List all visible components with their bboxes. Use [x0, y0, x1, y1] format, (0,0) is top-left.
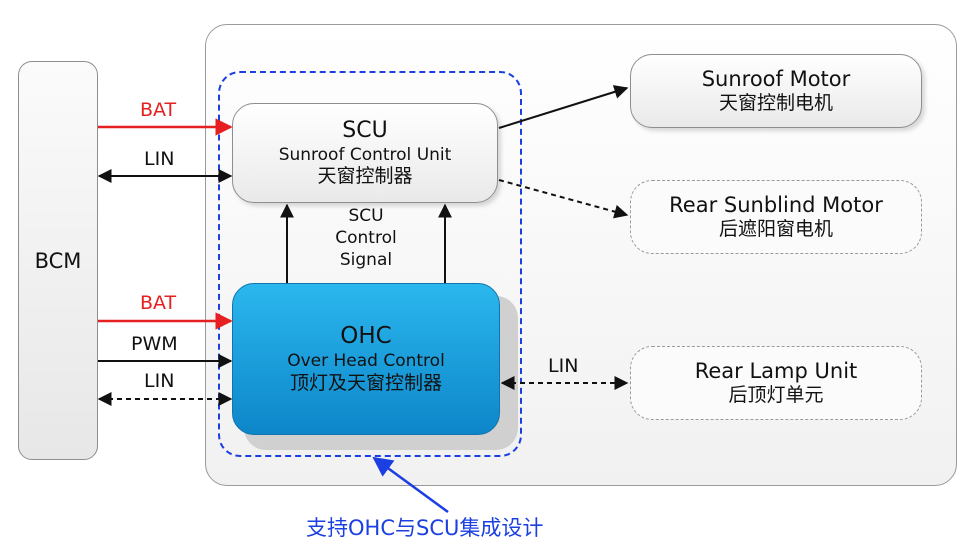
pwm-label: PWM [131, 333, 178, 355]
ohc-block: OHC Over Head Control 顶灯及天窗控制器 [232, 283, 500, 435]
scu-cn-label: 天窗控制器 [317, 164, 413, 187]
integration-caption: 支持OHC与SCU集成设计 [306, 516, 544, 540]
scu-title: SCU [342, 118, 388, 144]
caption-pointer-arrow [372, 456, 449, 514]
scu-subtitle: Sunroof Control Unit [278, 144, 452, 165]
bat-label-ohc: BAT [140, 292, 177, 314]
rear-sunblind-motor-title: Rear Sunblind Motor [669, 193, 883, 217]
bcm-block: BCM [18, 61, 98, 460]
lin-label-rear-lamp: LIN [548, 355, 579, 377]
lin-label-ohc: LIN [144, 370, 175, 392]
rear-sunblind-motor-block: Rear Sunblind Motor 后遮阳窗电机 [630, 180, 922, 254]
bat-label-scu: BAT [140, 99, 177, 121]
rear-lamp-unit-block: Rear Lamp Unit 后顶灯单元 [630, 346, 922, 420]
sunroof-motor-arrow [498, 85, 629, 129]
bcm-label: BCM [34, 248, 82, 273]
rear-lamp-unit-title: Rear Lamp Unit [694, 359, 858, 383]
sunblind-motor-arrow [498, 179, 629, 219]
scu-control-signal-label: SCU Control Signal [335, 206, 397, 270]
ohc-cn-label: 顶灯及天窗控制器 [289, 372, 442, 395]
ohc-title: OHC [340, 323, 392, 350]
ohc-subtitle: Over Head Control [287, 350, 445, 371]
sunroof-motor-block: Sunroof Motor 天窗控制电机 [630, 54, 922, 128]
sunroof-motor-title: Sunroof Motor [701, 67, 851, 91]
lin-label-scu: LIN [144, 148, 175, 170]
scu-block: SCU Sunroof Control Unit 天窗控制器 [232, 103, 498, 203]
rear-lamp-unit-cn: 后顶灯单元 [728, 384, 824, 407]
rear-sunblind-motor-cn: 后遮阳窗电机 [718, 218, 833, 241]
integration-frame [218, 71, 522, 457]
sunroof-motor-cn: 天窗控制电机 [718, 92, 833, 115]
